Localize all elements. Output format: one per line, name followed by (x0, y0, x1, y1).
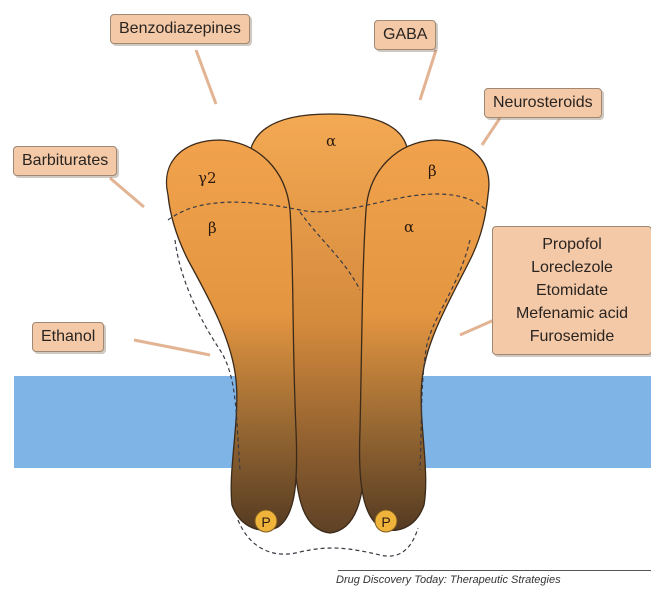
figure-caption: Drug Discovery Today: Therapeutic Strate… (336, 574, 561, 586)
svg-text:P: P (381, 514, 390, 530)
label-neurosteroids: Neurosteroids (484, 88, 602, 118)
subunit-label-gamma2: γ2 (198, 169, 217, 187)
label-gaba: GABA (374, 20, 436, 50)
drug-furosemide: Furosemide (499, 325, 645, 348)
subunit-label-left-beta: β (208, 219, 217, 237)
label-ethanol: Ethanol (32, 322, 104, 352)
subunit-label-top-alpha: α (326, 132, 336, 150)
drug-mefenamic-acid: Mefenamic acid (499, 302, 645, 325)
svg-text:P: P (261, 514, 270, 530)
drug-propofol: Propofol (499, 233, 645, 256)
phosphorylation-site-right: P (375, 510, 397, 532)
label-benzodiazepines: Benzodiazepines (110, 14, 250, 44)
gamma2-beta-subunit-left (167, 140, 297, 530)
drug-etomidate: Etomidate (499, 279, 645, 302)
caption-rule (338, 570, 651, 571)
beta-alpha-subunit-right (360, 140, 489, 530)
subunit-label-right-alpha: α (404, 218, 414, 236)
phosphorylation-site-left: P (255, 510, 277, 532)
drug-loreclezole: Loreclezole (499, 256, 645, 279)
label-barbiturates: Barbiturates (13, 146, 117, 176)
subunit-label-right-beta: β (428, 162, 437, 180)
label-drug-list: Propofol Loreclezole Etomidate Mefenamic… (492, 226, 651, 355)
